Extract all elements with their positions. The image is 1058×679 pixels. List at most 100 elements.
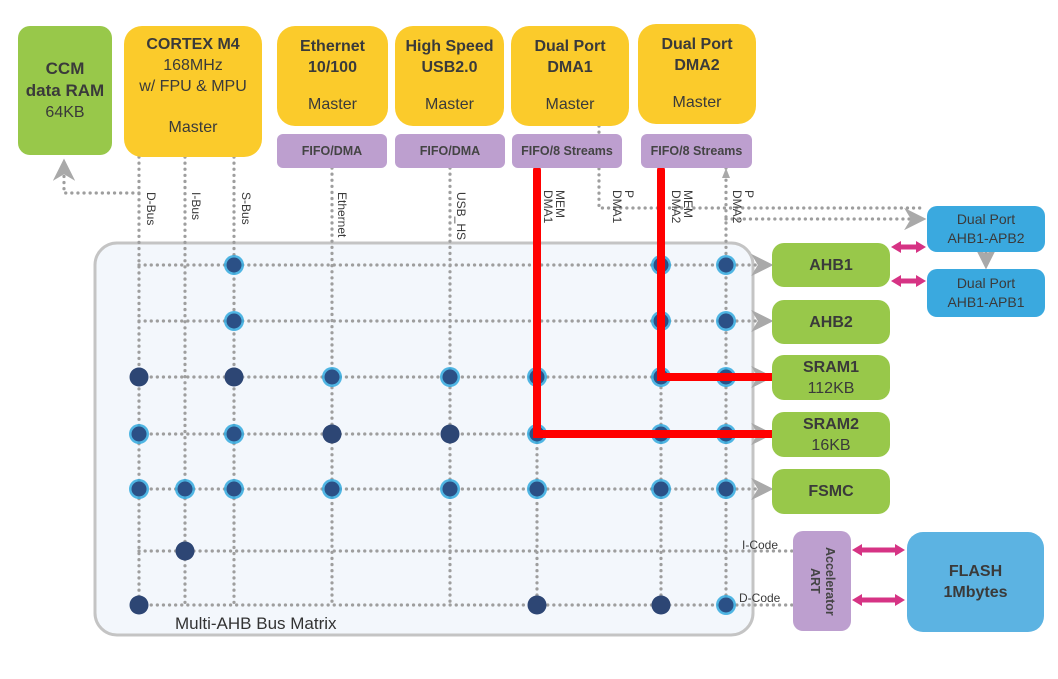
connection-node: [718, 597, 734, 613]
dma1-fifo-label: FIFO/8 Streams: [521, 144, 613, 158]
art-flash-icode-bidir-arrow: [852, 544, 905, 556]
usb-role: Master: [425, 96, 474, 113]
connection-node: [131, 426, 147, 442]
usb-fifo: FIFO/DMA: [395, 134, 505, 168]
highlighted-path: [533, 166, 776, 438]
dma1-fifo: FIFO/8 Streams: [512, 134, 622, 168]
highlighted-paths: [533, 166, 776, 438]
usb-master: High Speed USB2.0 Master: [395, 26, 504, 126]
connection-node: [442, 481, 458, 497]
matrix-title: Multi-AHB Bus Matrix: [175, 614, 337, 633]
flash-size: 1Mbytes: [943, 584, 1008, 601]
flash-memory: FLASH 1Mbytes: [907, 532, 1044, 632]
connection-node: [224, 367, 244, 387]
connection-node: [718, 313, 734, 329]
bidirectional-arrows: [852, 241, 926, 606]
sram1-label: SRAM1: [802, 358, 859, 376]
ccm-size: 64KB: [45, 104, 85, 121]
cortex-m4-master: CORTEX M4 168MHz w/ FPU & MPU Master: [124, 26, 262, 157]
art-line1: Accelerator: [823, 546, 837, 616]
sram1-slave: SRAM1 112KB: [772, 355, 890, 400]
connection-node: [527, 595, 547, 615]
sram2-size: 16KB: [811, 436, 851, 454]
apb2-line2: AHB1-APB2: [947, 230, 1025, 246]
cortex-frequency: 168MHz: [163, 57, 223, 74]
connection-node: [324, 481, 340, 497]
ethernet-master: Ethernet 10/100 Master: [277, 26, 388, 126]
ahb1-apb2-bidir-arrow: [891, 241, 926, 253]
connection-node: [226, 481, 242, 497]
p-dma2-label: P DMA2: [730, 190, 756, 224]
dma2-role: Master: [672, 94, 722, 111]
ibus-label: I-Bus: [189, 192, 203, 221]
apb2-line1: Dual Port: [956, 211, 1016, 227]
dma1-title: Dual Port: [534, 38, 606, 55]
usb-fifo-label: FIFO/DMA: [419, 144, 481, 158]
icode-label: I-Code: [742, 538, 779, 552]
dcode-label: D-Code: [739, 591, 781, 605]
connection-node: [129, 367, 149, 387]
dbus-label: D-Bus: [144, 192, 158, 226]
connection-node: [129, 595, 149, 615]
ahb1-slave: AHB1: [772, 243, 890, 287]
ahb1-label: AHB1: [809, 256, 853, 274]
connection-node: [322, 424, 342, 444]
ethernet-bus-label: Ethernet: [335, 192, 349, 238]
connection-node: [175, 541, 195, 561]
sram1-size: 112KB: [807, 379, 855, 397]
usb-title: High Speed: [405, 38, 494, 55]
mem-dma1-label: MEM DMA1: [541, 190, 567, 224]
connection-node: [131, 481, 147, 497]
art-accelerator: Accelerator ART: [793, 531, 851, 631]
ccm-subtitle: data RAM: [25, 81, 105, 100]
connection-node: [226, 313, 242, 329]
dma2-title: Dual Port: [661, 36, 733, 53]
ethernet-fifo: FIFO/DMA: [277, 134, 387, 168]
connection-node: [529, 481, 545, 497]
ethernet-speed: 10/100: [308, 59, 357, 76]
usb-version: USB2.0: [421, 59, 478, 76]
ethernet-fifo-label: FIFO/DMA: [301, 144, 363, 158]
p-dma1-line: [597, 124, 927, 210]
connection-node: [653, 481, 669, 497]
art-flash-dcode-bidir-arrow: [852, 594, 905, 606]
connection-node: [226, 257, 242, 273]
p-dma2-up-arrow: [722, 168, 730, 178]
dma1-role: Master: [545, 96, 595, 113]
ethernet-title: Ethernet: [300, 38, 365, 55]
fsmc-slave: FSMC: [772, 469, 890, 514]
dma2-fifo-label: FIFO/8 Streams: [650, 144, 743, 158]
dma2-fifo: FIFO/8 Streams: [641, 134, 752, 168]
connection-node: [177, 481, 193, 497]
ahb2-label: AHB2: [809, 313, 853, 331]
cortex-features: w/ FPU & MPU: [139, 78, 247, 95]
p-dma1-label: P DMA1: [610, 190, 636, 224]
dma1-master: Dual Port DMA1 Master: [511, 26, 629, 126]
ccm-data-ram-block: CCM data RAM 64KB: [18, 26, 112, 155]
art-line2: ART: [808, 568, 822, 594]
dma2-master: Dual Port DMA2 Master: [638, 24, 756, 124]
sbus-label: S-Bus: [239, 192, 253, 225]
sram2-slave: SRAM2 16KB: [772, 412, 890, 457]
fsmc-label: FSMC: [808, 483, 854, 500]
dma1-name: DMA1: [547, 59, 593, 76]
mem-dma2-label: MEM DMA2: [669, 190, 695, 224]
connection-node: [718, 257, 734, 273]
connection-node: [324, 369, 340, 385]
connection-node: [718, 481, 734, 497]
ethernet-role: Master: [308, 96, 357, 113]
connection-node: [442, 369, 458, 385]
cortex-role: Master: [168, 119, 218, 136]
dma2-name: DMA2: [674, 57, 720, 74]
dual-port-apb1-bridge: Dual Port AHB1-APB1: [927, 269, 1045, 317]
dual-port-apb2-bridge: Dual Port AHB1-APB2: [927, 206, 1045, 252]
connection-node: [226, 426, 242, 442]
apb1-line2: AHB1-APB1: [947, 294, 1025, 310]
ahb2-slave: AHB2: [772, 300, 890, 344]
ahb1-apb1-bidir-arrow: [891, 275, 926, 287]
apb1-line1: Dual Port: [956, 275, 1016, 291]
cortex-title: CORTEX M4: [146, 36, 240, 53]
connection-node: [440, 424, 460, 444]
connection-node: [651, 595, 671, 615]
